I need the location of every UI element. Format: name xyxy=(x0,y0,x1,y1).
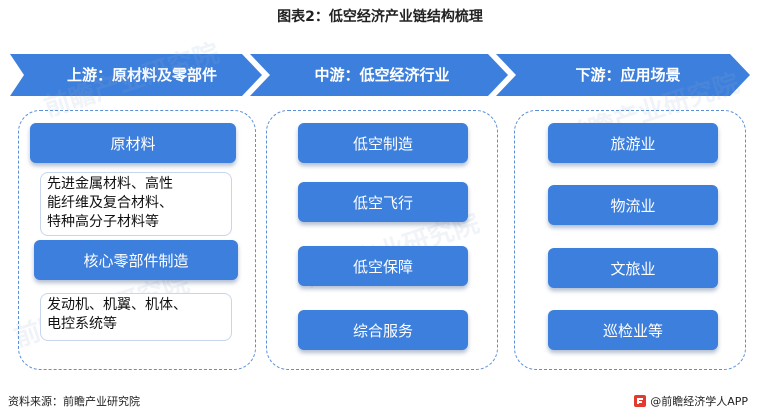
stage-midstream-label: 中游：低空经济行业 xyxy=(314,66,450,84)
raw-materials-detail: 先进金属材料、高性 能纤维及复合材料、 特种高分子材料等 xyxy=(40,172,232,236)
brand-credit-text: @前瞻经济学人APP xyxy=(650,395,748,408)
box-core-components: 核心零部件制造 xyxy=(34,240,238,280)
brand-credit: @前瞻经济学人APP xyxy=(634,393,748,409)
box-logistics: 物流业 xyxy=(548,185,718,225)
box-inspection: 巡检业等 xyxy=(548,310,718,350)
box-mid-flight: 低空飞行 xyxy=(298,182,468,222)
arrow-midstream xyxy=(250,54,508,96)
stage-arrows xyxy=(10,54,750,96)
upstream-group xyxy=(18,110,256,370)
stage-upstream-label: 上游：原材料及零部件 xyxy=(66,66,217,84)
box-mid-services: 综合服务 xyxy=(298,310,468,350)
stage-downstream-label: 下游：应用场景 xyxy=(575,66,681,84)
box-raw-materials: 原材料 xyxy=(30,123,236,163)
chart-title: 图表2：低空经济产业链结构梳理 xyxy=(277,9,483,25)
components-detail: 发动机、机翼、机体、 电控系统等 xyxy=(40,293,232,341)
source-note: 资料来源：前瞻产业研究院 xyxy=(8,395,140,408)
midstream-group xyxy=(266,110,498,370)
components-detail-text: 发动机、机翼、机体、 电控系统等 xyxy=(47,297,187,332)
arrow-upstream xyxy=(10,54,262,96)
downstream-group xyxy=(514,110,746,370)
box-cultural-tourism: 文旅业 xyxy=(548,248,718,288)
brand-logo-icon xyxy=(634,395,647,407)
arrow-downstream xyxy=(496,54,750,96)
box-mid-manufacturing: 低空制造 xyxy=(298,123,468,163)
box-tourism: 旅游业 xyxy=(548,123,718,163)
raw-materials-detail-text: 先进金属材料、高性 能纤维及复合材料、 特种高分子材料等 xyxy=(47,176,173,230)
box-mid-support: 低空保障 xyxy=(298,246,468,286)
